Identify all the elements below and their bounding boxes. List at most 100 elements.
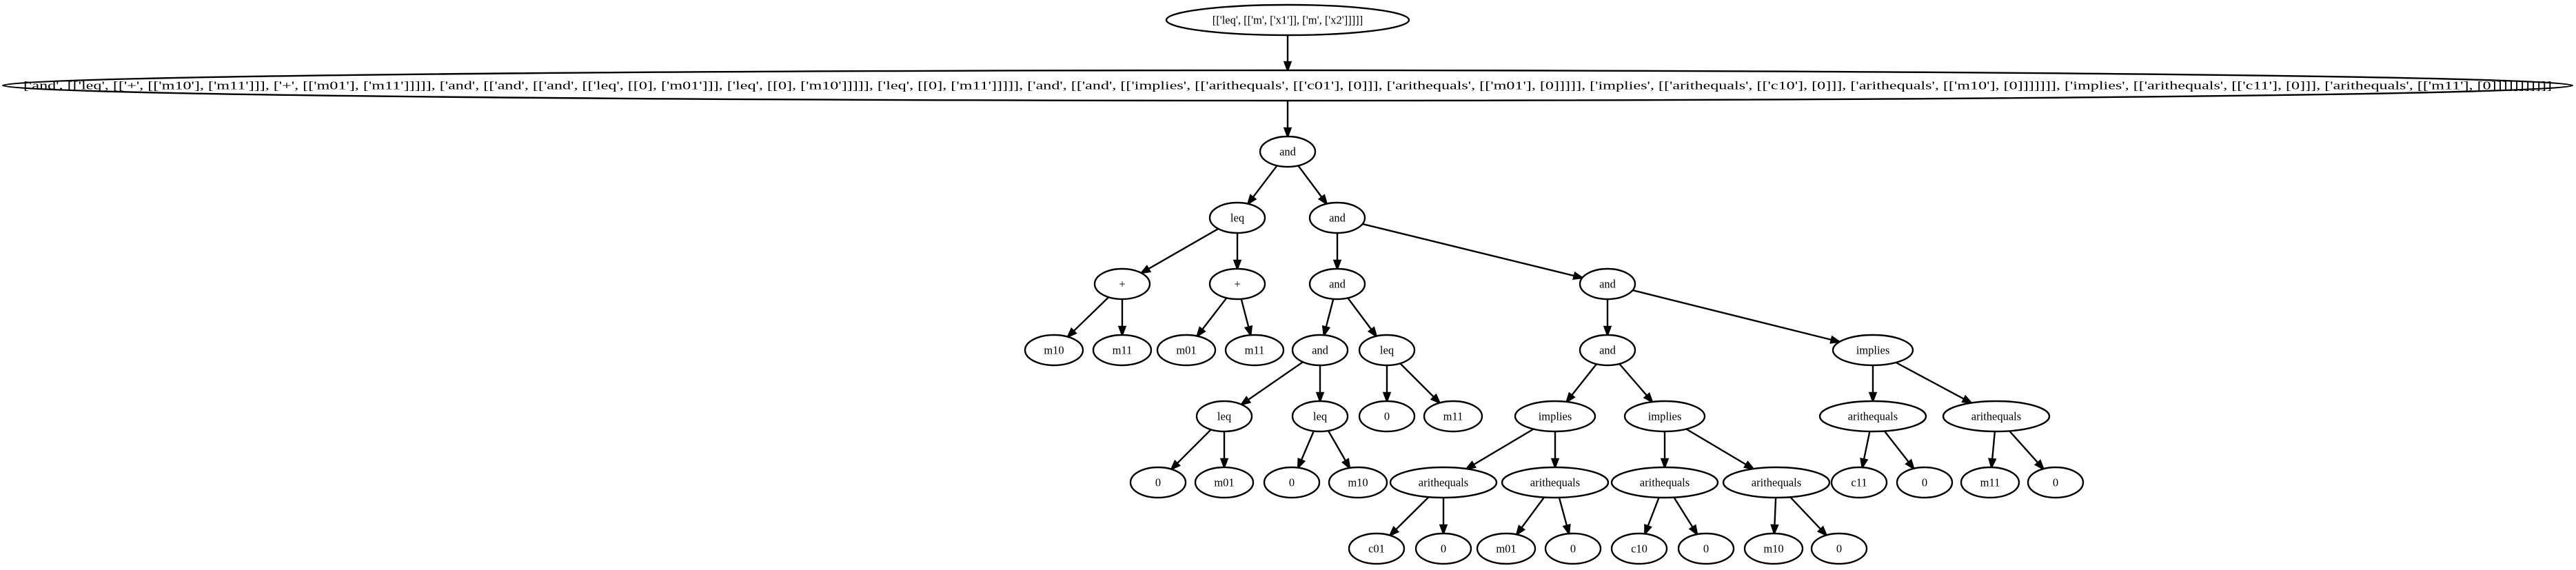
- tree-edges: [1066, 35, 2045, 538]
- arrowhead: [1770, 524, 1779, 536]
- arrowhead: [1660, 458, 1670, 470]
- tree-node-n12: and: [1579, 267, 1636, 301]
- edge-n40-n44: [2009, 430, 2045, 471]
- arrowhead: [1219, 458, 1229, 470]
- tree-node-n40: arithequals: [1942, 400, 2051, 433]
- node-ellipse: [1623, 400, 1706, 433]
- edge-line: [1252, 165, 1278, 198]
- arrowhead: [1317, 194, 1328, 206]
- tree-node-n19: 0: [1263, 466, 1321, 499]
- edge-line: [2009, 430, 2039, 464]
- node-ellipse: [1514, 400, 1596, 433]
- tree-node-n6: +: [1208, 267, 1266, 301]
- arrowhead: [1860, 457, 1869, 470]
- tree-node-n36: 0: [1677, 532, 1735, 565]
- tree-node-n34: arithequals: [1722, 466, 1831, 499]
- arrowhead: [1868, 391, 1878, 404]
- edge-n0-n1: [1283, 35, 1292, 73]
- node-ellipse: [1501, 466, 1610, 499]
- tree-node-n16: leq: [1291, 400, 1349, 433]
- edge-line: [1248, 361, 1304, 400]
- arrowhead: [1367, 326, 1378, 338]
- node-ellipse: [1743, 532, 1804, 565]
- arrowhead: [1550, 458, 1560, 470]
- tree-node-n28: arithequals: [1501, 466, 1610, 499]
- tree-node-n5: +: [1093, 267, 1151, 301]
- node-ellipse: [1291, 400, 1349, 433]
- edge-n2-n3: [1246, 165, 1278, 206]
- edge-n14-n21: [1382, 365, 1392, 404]
- node-label: 0: [1289, 476, 1295, 489]
- arrowhead: [1246, 194, 1257, 206]
- arrowhead: [1233, 259, 1242, 272]
- node-label: arithequals: [1971, 410, 2021, 423]
- edge-n6-n10: [1240, 298, 1253, 338]
- node-label: and: [1599, 344, 1616, 357]
- edge-line: [1647, 497, 1660, 527]
- edge-n24-n27: [1464, 428, 1534, 470]
- edge-n27-n29: [1388, 496, 1430, 538]
- tree-node-n24: implies: [1514, 400, 1596, 433]
- node-ellipse: [1093, 267, 1151, 301]
- tree-node-n31: m01: [1476, 532, 1537, 565]
- node-ellipse: [1610, 466, 1719, 499]
- node-label: implies: [1648, 410, 1682, 423]
- node-label: c01: [1368, 542, 1385, 556]
- arrowhead: [1562, 523, 1571, 536]
- arrowhead: [1643, 392, 1654, 404]
- edge-n3-n6: [1233, 233, 1242, 272]
- node-label: c10: [1631, 542, 1647, 556]
- arrowhead: [1688, 524, 1698, 537]
- node-label: m11: [1113, 344, 1133, 357]
- arrowhead: [1572, 271, 1585, 280]
- arrowhead: [1321, 325, 1331, 338]
- node-ellipse: [1830, 466, 1888, 499]
- edge-line: [1685, 428, 1747, 466]
- node-label: arithequals: [1848, 410, 1898, 423]
- node-ellipse: [1832, 334, 1914, 367]
- edge-n40-n43: [1988, 431, 1997, 470]
- tree-node-n39: arithequals: [1818, 400, 1927, 433]
- node-ellipse: [1291, 334, 1349, 367]
- edge-line: [1895, 361, 1965, 400]
- edge-line: [1362, 223, 1575, 277]
- edge-n39-n41: [1860, 431, 1871, 470]
- node-label: implies: [1539, 410, 1572, 423]
- edge-n33-n35: [1644, 497, 1660, 536]
- node-ellipse: [1328, 466, 1388, 499]
- tree-node-n41: c11: [1830, 466, 1888, 499]
- tree-node-n26: implies: [1832, 334, 1914, 367]
- arrowhead: [1169, 460, 1181, 471]
- arrowhead: [1464, 460, 1477, 470]
- tree-node-n27: arithequals: [1389, 466, 1498, 499]
- edge-n16-n19: [1297, 430, 1315, 470]
- arrowhead: [1988, 458, 1997, 470]
- edge-n26-n39: [1868, 365, 1878, 404]
- tree-node-n32: 0: [1544, 532, 1602, 565]
- node-label: 0: [1703, 542, 1709, 556]
- edge-n16-n20: [1327, 430, 1351, 470]
- edge-n13-n16: [1315, 365, 1325, 404]
- edge-n28-n31: [1515, 496, 1545, 537]
- node-label: and: [1279, 145, 1297, 159]
- tree-node-n22: m11: [1423, 400, 1483, 433]
- edge-line: [1399, 363, 1434, 398]
- edge-line: [1883, 430, 1909, 463]
- edge-line: [1673, 497, 1694, 528]
- edge-n1-n2: [1283, 101, 1292, 139]
- arrowhead: [2034, 459, 2045, 471]
- tree-node-n3: leq: [1208, 201, 1266, 234]
- edge-line: [1863, 431, 1871, 460]
- arrowhead: [1565, 391, 1576, 404]
- node-label: m01: [1176, 344, 1196, 357]
- node-ellipse: [1358, 400, 1416, 433]
- arrowhead: [1195, 326, 1206, 338]
- edge-n34-n37: [1770, 497, 1779, 536]
- edge-n26-n40: [1895, 361, 1974, 405]
- tree-node-n7: m10: [1024, 334, 1084, 367]
- arrowhead: [1297, 458, 1306, 470]
- edge-n6-n9: [1195, 297, 1228, 338]
- edge-line: [1176, 429, 1212, 465]
- edge-n12-n23: [1603, 299, 1612, 338]
- arrowhead: [1382, 391, 1392, 404]
